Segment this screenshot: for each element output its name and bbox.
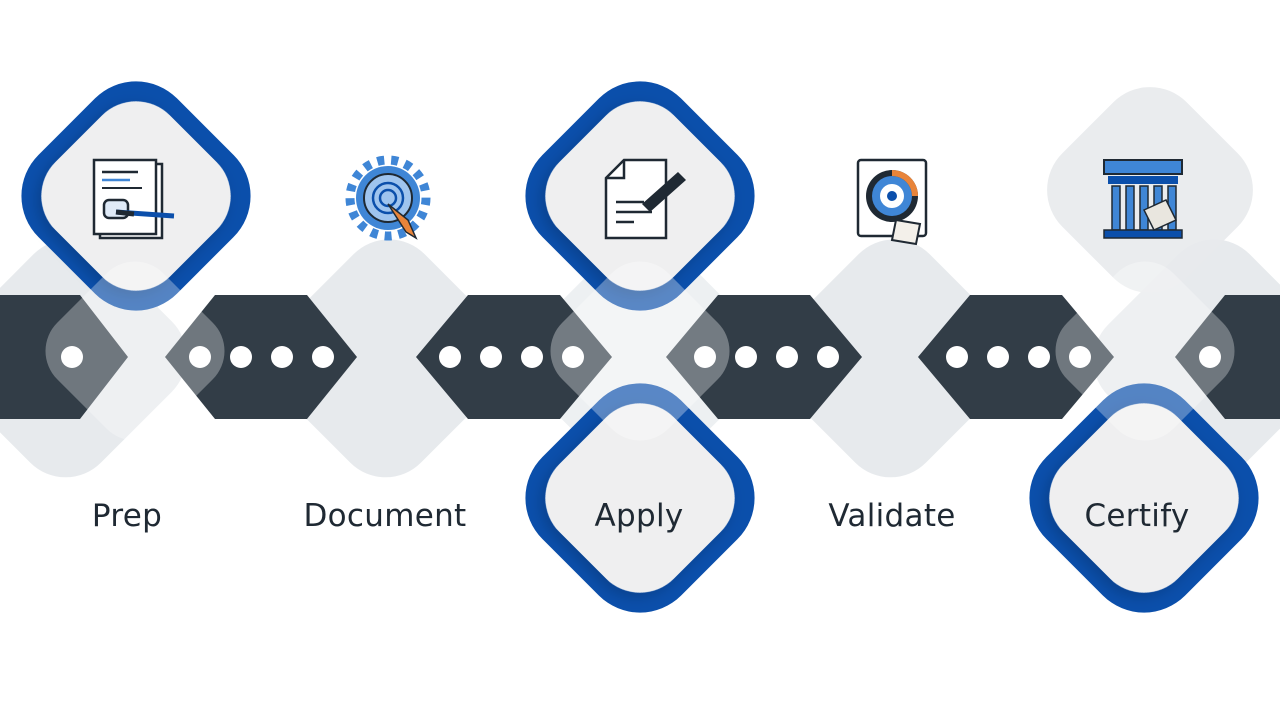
step-3-bottom-tile (525, 383, 755, 613)
institution-certificate-icon (1103, 159, 1183, 239)
gear-fingerprint-icon (345, 155, 431, 241)
target-stamp-icon (856, 158, 928, 246)
chain-dot (312, 346, 334, 368)
chain-dot (480, 346, 502, 368)
chain-dot (230, 346, 252, 368)
chain-dot (817, 346, 839, 368)
step-label-validate: Validate (828, 498, 956, 534)
step-5-bottom-tile (1029, 383, 1259, 613)
chain-dot (694, 346, 716, 368)
chain-dot (1199, 346, 1221, 368)
step-label-certify: Certify (1084, 498, 1190, 534)
document-signing-icon (92, 158, 175, 240)
translucent-overlays (45, 261, 1235, 441)
chain-dot (776, 346, 798, 368)
step-label-apply: Apply (594, 498, 684, 534)
chain-dot (439, 346, 461, 368)
chain-dots (61, 346, 1221, 368)
chain-dot (946, 346, 968, 368)
chain-dot (189, 346, 211, 368)
chain-dot (1069, 346, 1091, 368)
chain-dot (521, 346, 543, 368)
dark-chain-band (0, 295, 1280, 419)
step-label-document: Document (303, 498, 467, 534)
step-label-prep: Prep (91, 498, 163, 534)
step-5-top-tile (1047, 87, 1253, 293)
chain-dot (271, 346, 293, 368)
chain-dot (1028, 346, 1050, 368)
form-pen-icon (604, 158, 686, 240)
chain-dot (562, 346, 584, 368)
chain-dot (987, 346, 1009, 368)
chain-dot (735, 346, 757, 368)
chain-dot (61, 346, 83, 368)
